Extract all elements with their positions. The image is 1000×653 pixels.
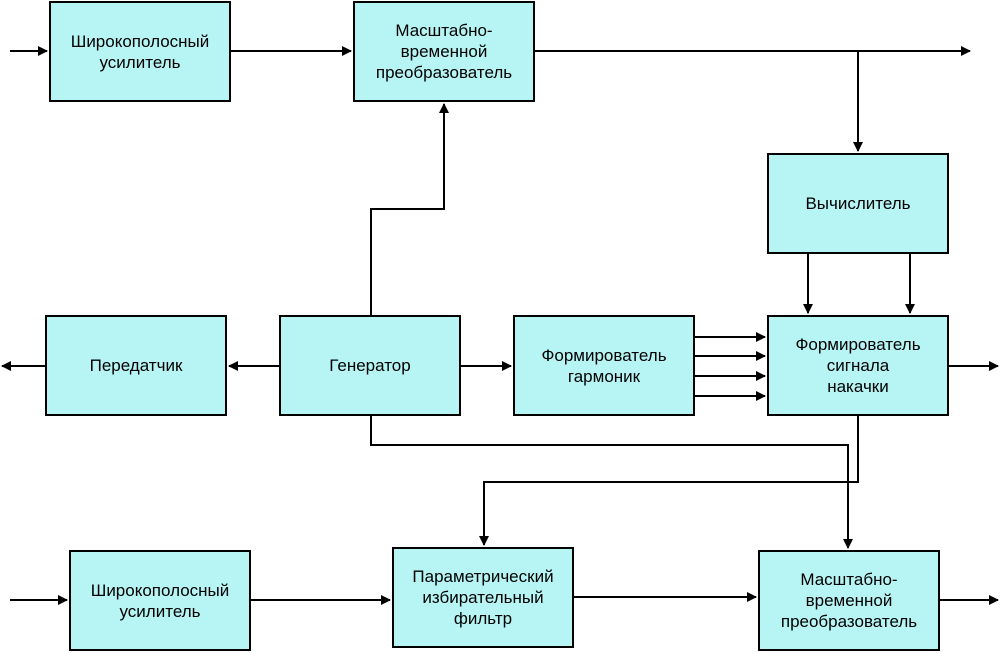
generator-block: Генератор — [279, 315, 461, 416]
transmitter-block: Передатчик — [45, 315, 227, 416]
arrow-generator-to-scale-time-conv-top — [370, 103, 449, 315]
calculator-block: Вычислитель — [767, 153, 949, 254]
scale-time-converter-top-block: Масштабно- временной преобразователь — [353, 1, 535, 102]
arrow-generator-to-scale-time-conv-bottom — [370, 416, 853, 549]
harmonics-former-block: Формирователь гармоник — [513, 315, 695, 416]
parametric-filter-block: Параметрический избирательный фильтр — [392, 547, 574, 648]
arrow-pump-former-to-parametric-filter — [479, 416, 859, 546]
pump-signal-former-block: Формирователь сигнала накачки — [767, 315, 949, 416]
wideband-amplifier-bottom-block: Широкополосный усилитель — [69, 550, 251, 651]
scale-time-converter-bottom-block: Масштабно- временной преобразователь — [758, 550, 940, 651]
wideband-amplifier-top-block: Широкополосный усилитель — [49, 1, 231, 102]
